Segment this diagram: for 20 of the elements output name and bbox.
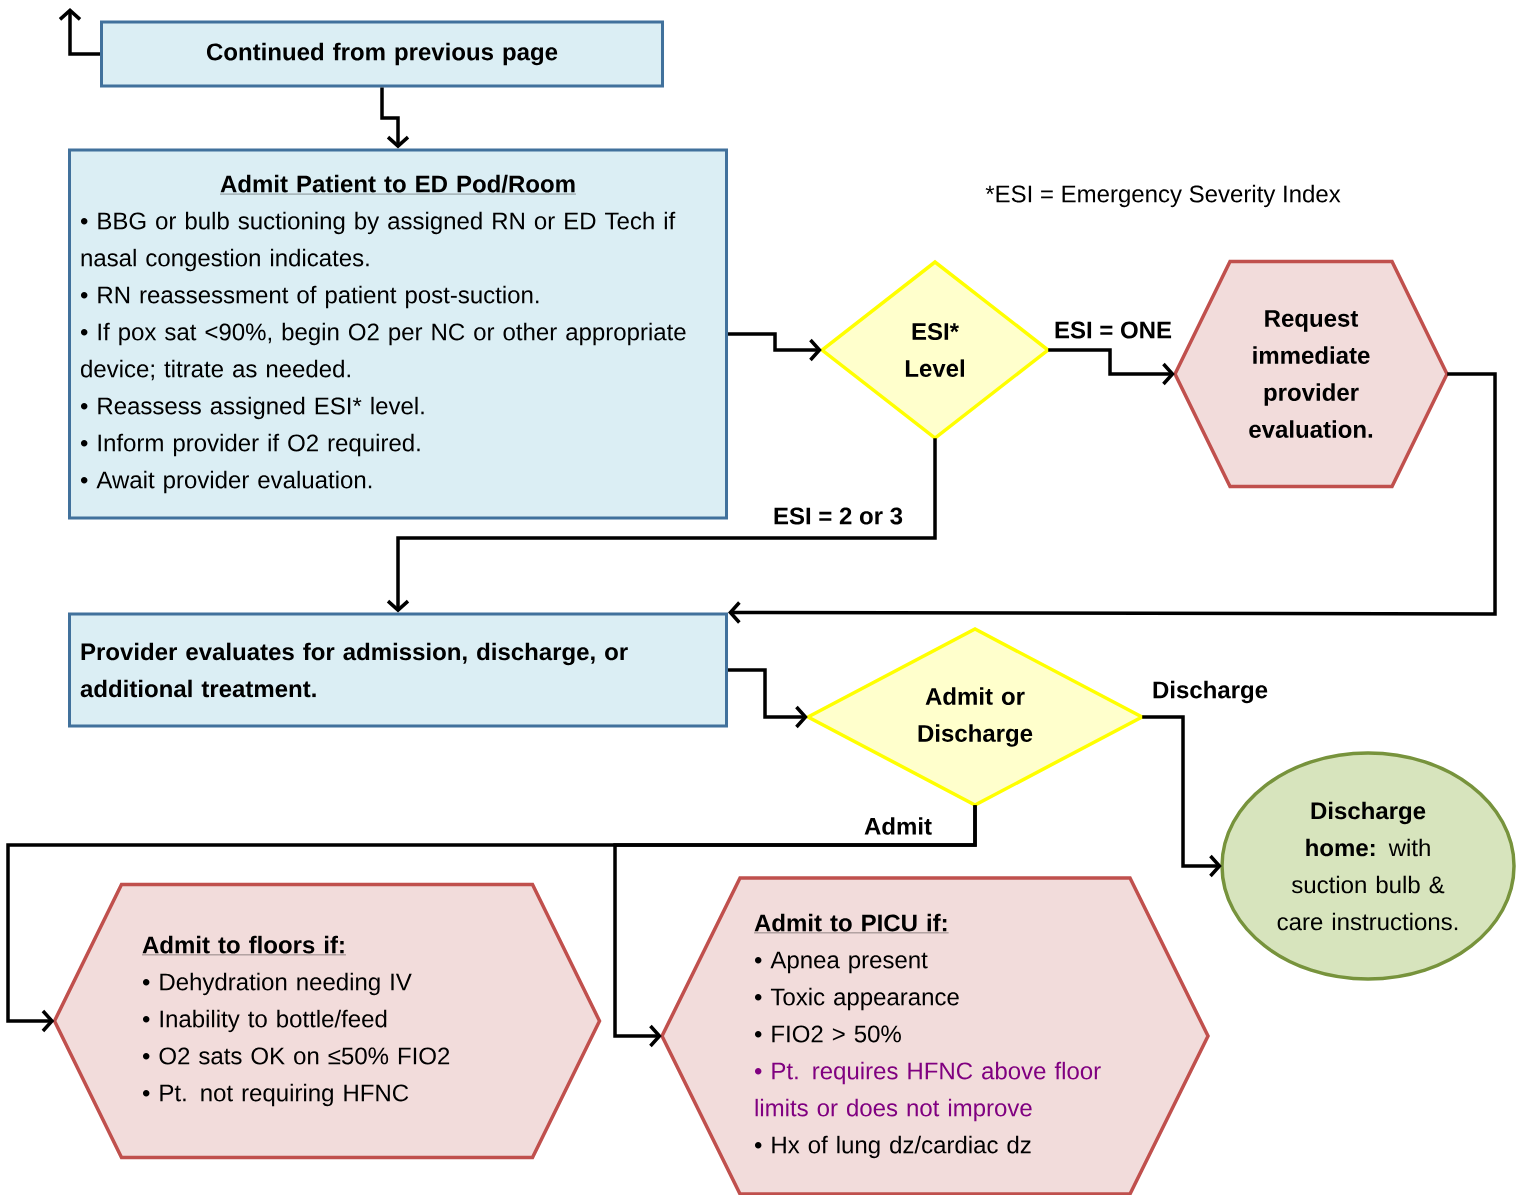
arrow (728, 332, 822, 362)
arrow (58, 8, 100, 56)
hexagon-box: Admit to PICU if: • Apnea present • Toxic appearance • FIO2 > 50% • Pt. requires HFNC above floor limits or does not improve • Hx of lung dz/cardiac dz (660, 876, 1210, 1195)
arrow (728, 372, 1497, 624)
process-box: Provider evaluates for admission, discharge, or additional treatment. (68, 612, 728, 728)
hexagon-box: Request immediate provider evaluation. (1173, 259, 1449, 489)
arrow (1048, 348, 1175, 386)
edge-label: Discharge (1151, 679, 1270, 705)
arrow (613, 805, 977, 1048)
edge-label: ESI = 2 or 3 (772, 506, 905, 526)
arrow (1142, 715, 1222, 878)
arrow (386, 438, 937, 613)
arrow (380, 87, 410, 149)
note-text: *ESI = Emergency Severity Index (985, 184, 1341, 208)
arrow (728, 668, 808, 729)
hexagon-box: Admit to floors if: • Dehydration needing IV • Inability to bottle/feed • O2 sats OK on ≤50% FIO2 • Pt. not requiring HFNC (52, 882, 602, 1160)
edge-label: ESI = ONE (1053, 320, 1174, 340)
process-box: Admit Patient to ED Pod/Room • BBG or bulb suctioning by assigned RN or ED Tech if nasal congestion indicates. • RN reassessment of patient post-suction. • If pox sat <90%, begin O2 per NC or other appropriate device; titrate as needed. • Reassess assigned ESI* level. • Inform provider if O2 required. • Await provider evaluation. (68, 148, 728, 520)
start-box: Continued from previous page (100, 20, 664, 88)
edge-label: Admit (863, 816, 933, 836)
